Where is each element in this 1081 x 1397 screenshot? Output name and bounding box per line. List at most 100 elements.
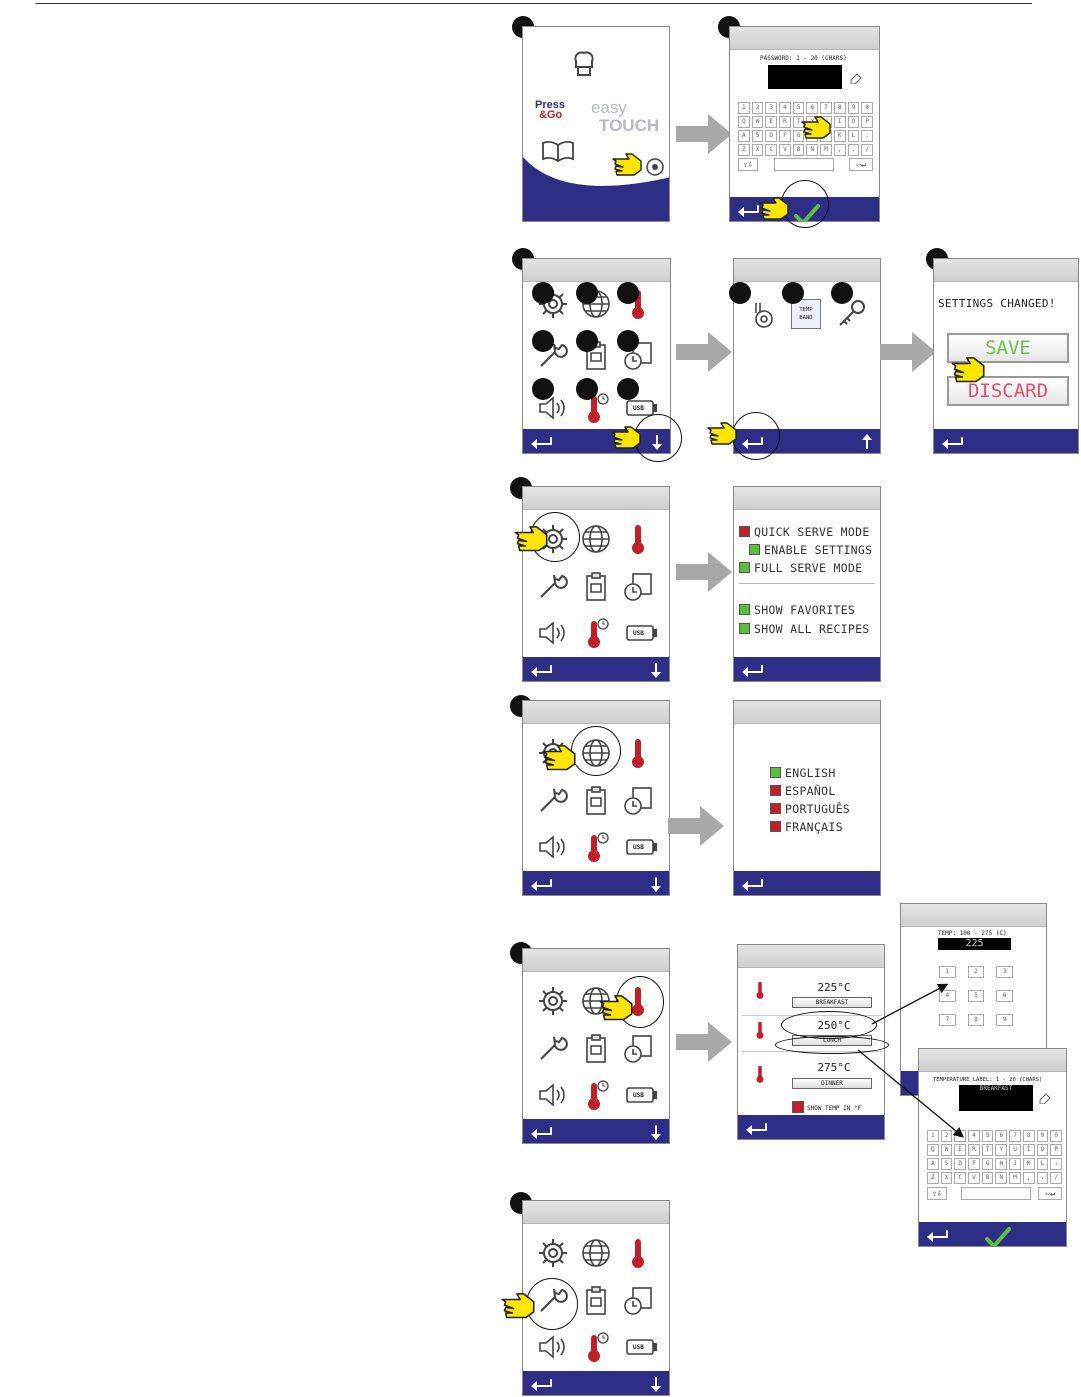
easy-touch-logo[interactable]: easy TOUCH <box>591 99 659 135</box>
key[interactable]: 7 <box>939 1014 956 1026</box>
key[interactable]: B <box>792 144 805 156</box>
checkbox[interactable] <box>739 604 750 615</box>
key[interactable]: Z <box>738 144 750 156</box>
key[interactable]: : <box>1050 1158 1062 1170</box>
back-icon[interactable] <box>529 1124 553 1140</box>
back-icon[interactable] <box>740 662 764 678</box>
back-icon[interactable] <box>744 1120 768 1136</box>
key[interactable]: 5 <box>981 1130 994 1142</box>
key[interactable]: . <box>847 144 860 156</box>
temp-band-button[interactable]: TEMP BAND <box>791 299 821 329</box>
back-icon[interactable] <box>925 1227 949 1243</box>
key[interactable]: A <box>738 130 750 142</box>
scroll-down-icon[interactable] <box>651 876 661 892</box>
thermometer-clock-icon[interactable] <box>579 1078 613 1112</box>
key[interactable]: X <box>751 144 764 156</box>
key[interactable]: L <box>1036 1158 1049 1170</box>
checkbox[interactable] <box>739 623 750 634</box>
back-icon[interactable] <box>736 202 760 218</box>
clipboard-icon[interactable] <box>579 1284 613 1318</box>
band-label-button[interactable]: BREAKFAST <box>792 997 872 1008</box>
thermometer-icon[interactable] <box>621 522 655 556</box>
key[interactable]: 4 <box>968 1130 980 1142</box>
key[interactable]: Y <box>995 1144 1008 1156</box>
key[interactable]: Z <box>927 1172 939 1184</box>
back-icon[interactable] <box>529 1376 553 1392</box>
thermometer-icon[interactable] <box>621 1236 655 1270</box>
wrench-icon[interactable] <box>536 1032 570 1066</box>
password-field[interactable] <box>768 65 842 89</box>
checkbox[interactable] <box>739 562 750 573</box>
thermometer-icon[interactable] <box>621 736 655 770</box>
key[interactable]: 1 <box>927 1130 939 1142</box>
shift-key[interactable]: ⇧⇩ <box>738 158 758 171</box>
key[interactable]: 5 <box>792 102 805 114</box>
key[interactable]: K <box>1022 1158 1035 1170</box>
key[interactable]: N <box>995 1172 1008 1184</box>
key[interactable]: , <box>833 144 846 156</box>
language-english[interactable]: ENGLISH <box>770 766 836 780</box>
key[interactable]: 8 <box>833 102 846 114</box>
key[interactable]: F <box>779 130 791 142</box>
space-key[interactable] <box>774 158 834 171</box>
key[interactable]: T <box>981 1144 994 1156</box>
temp-entry-field[interactable]: 225 <box>938 938 1011 950</box>
scroll-down-icon[interactable] <box>651 662 661 678</box>
back-icon[interactable] <box>529 434 553 450</box>
key[interactable]: 2 <box>967 966 985 978</box>
key[interactable]: 6 <box>806 102 819 114</box>
key[interactable]: 9 <box>1036 1130 1049 1142</box>
checkbox[interactable] <box>792 1101 804 1113</box>
key[interactable]: W <box>751 116 764 128</box>
checkbox[interactable] <box>770 821 781 832</box>
checkbox[interactable] <box>770 803 781 814</box>
key[interactable]: V <box>968 1172 980 1184</box>
key[interactable]: K <box>833 130 846 142</box>
shift-key[interactable]: ⇧⇩ <box>927 1187 947 1200</box>
eraser-icon[interactable] <box>1038 1092 1052 1104</box>
press-go-logo[interactable]: Press &Go <box>535 100 565 121</box>
key[interactable]: 1 <box>939 966 956 978</box>
eraser-icon[interactable] <box>849 72 863 84</box>
clipboard-icon[interactable] <box>579 784 613 818</box>
key[interactable]: N <box>806 144 819 156</box>
key[interactable]: 1 <box>738 102 750 114</box>
checkbox[interactable] <box>770 767 781 778</box>
discard-button[interactable]: DISCARD <box>947 376 1069 406</box>
key[interactable]: J <box>1009 1158 1021 1170</box>
key[interactable]: 3 <box>954 1130 967 1142</box>
key[interactable]: 6 <box>996 990 1013 1002</box>
key[interactable]: 2 <box>940 1130 953 1142</box>
option-full-serve[interactable]: FULL SERVE MODE <box>739 561 862 575</box>
space-key[interactable] <box>961 1187 1031 1200</box>
key[interactable]: , <box>1022 1172 1035 1184</box>
label-entry-field[interactable]: BREAKFAST <box>959 1085 1033 1111</box>
confirm-check-icon[interactable] <box>985 1227 1011 1247</box>
key[interactable]: 8 <box>1022 1130 1035 1142</box>
checkbox[interactable] <box>749 544 760 555</box>
speaker-icon[interactable] <box>536 830 570 864</box>
thermometer-clock-icon[interactable] <box>579 830 613 864</box>
key[interactable]: S <box>940 1158 953 1170</box>
key[interactable]: . <box>1036 1172 1049 1184</box>
key[interactable]: D <box>765 130 778 142</box>
key[interactable]: O <box>1036 1144 1049 1156</box>
thermometer-clock-icon[interactable] <box>579 1330 613 1364</box>
wrench-icon[interactable] <box>536 570 570 604</box>
back-icon[interactable] <box>529 876 553 892</box>
key[interactable]: X <box>940 1172 953 1184</box>
key[interactable]: 7 <box>1009 1130 1021 1142</box>
language-french[interactable]: FRANÇAIS <box>770 820 843 834</box>
key[interactable]: 7 <box>820 102 832 114</box>
key[interactable]: / <box>1050 1172 1062 1184</box>
save-button[interactable]: SAVE <box>947 333 1069 363</box>
key[interactable]: C <box>954 1172 967 1184</box>
key[interactable]: H <box>995 1158 1008 1170</box>
option-enable-settings[interactable]: ENABLE SETTINGS <box>749 543 872 557</box>
key[interactable]: 0 <box>861 102 873 114</box>
key[interactable]: O <box>847 116 860 128</box>
key[interactable]: 4 <box>779 102 791 114</box>
key[interactable]: Q <box>927 1144 939 1156</box>
clock-log-icon[interactable] <box>621 1284 655 1318</box>
key[interactable]: 9 <box>847 102 860 114</box>
